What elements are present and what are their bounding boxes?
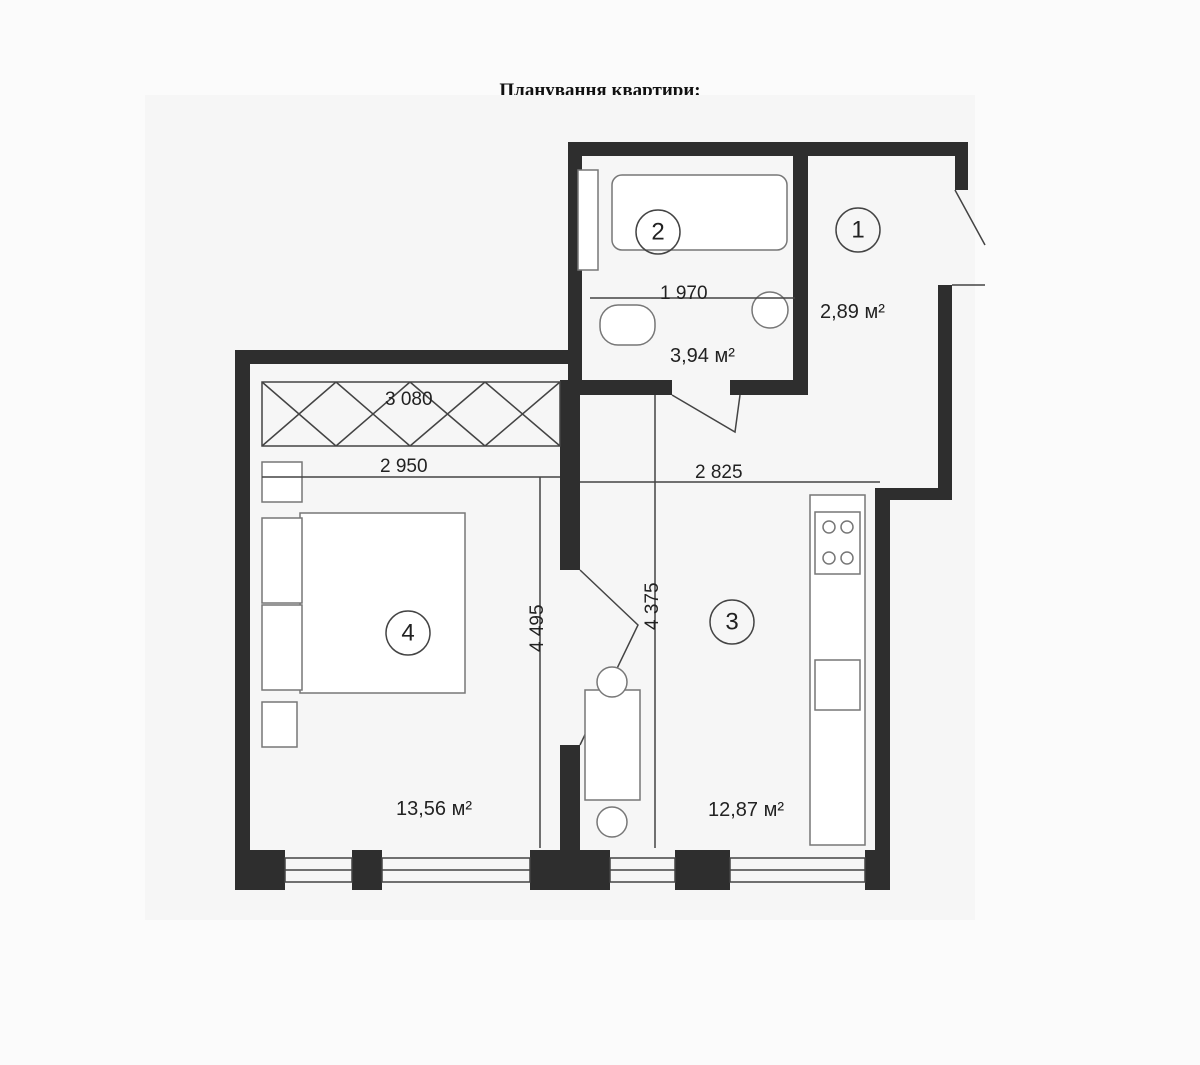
room-number-4: 4 bbox=[401, 620, 414, 647]
dim-wardrobe-width: 3 080 bbox=[385, 389, 433, 410]
walls bbox=[235, 142, 968, 890]
room-area-4: 13,56 м² bbox=[396, 798, 472, 820]
dim-kitchen-width: 2 825 bbox=[695, 462, 743, 483]
windows bbox=[284, 857, 866, 883]
furniture bbox=[261, 169, 866, 846]
room-number-2: 2 bbox=[651, 219, 664, 246]
room-area-2: 3,94 м² bbox=[670, 345, 735, 367]
dim-bedroom-length: 4 495 bbox=[527, 604, 548, 652]
room-area-1: 2,89 м² bbox=[820, 301, 885, 323]
room-number-3: 3 bbox=[725, 609, 738, 636]
room-number-1: 1 bbox=[851, 217, 864, 244]
wardrobe bbox=[261, 381, 561, 447]
room-numbers: 2 1 3 4 bbox=[385, 207, 881, 656]
dim-bath-width: 1 970 bbox=[660, 283, 708, 304]
dimension-lines bbox=[262, 395, 880, 848]
room-area-3: 12,87 м² bbox=[708, 799, 784, 821]
dim-bedroom-width: 2 950 bbox=[380, 456, 428, 477]
dim-kitchen-length: 4 375 bbox=[642, 582, 663, 630]
